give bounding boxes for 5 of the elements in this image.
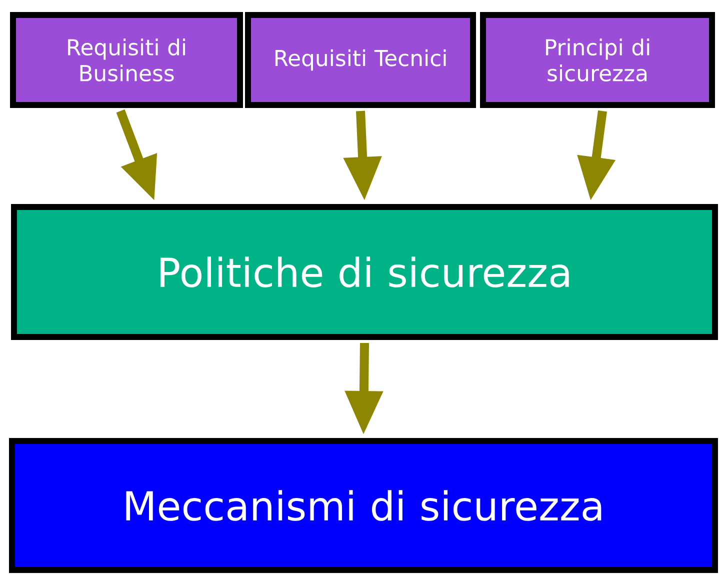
requirement-box: Requisiti Tecnici: [245, 12, 476, 108]
policy-box: Politiche di sicurezza: [11, 204, 718, 340]
requirement-box: Requisiti di Business: [10, 12, 243, 108]
mechanism-box: Meccanismi di sicurezza: [9, 438, 718, 573]
principle-box: Principi di sicurezza: [480, 12, 715, 108]
